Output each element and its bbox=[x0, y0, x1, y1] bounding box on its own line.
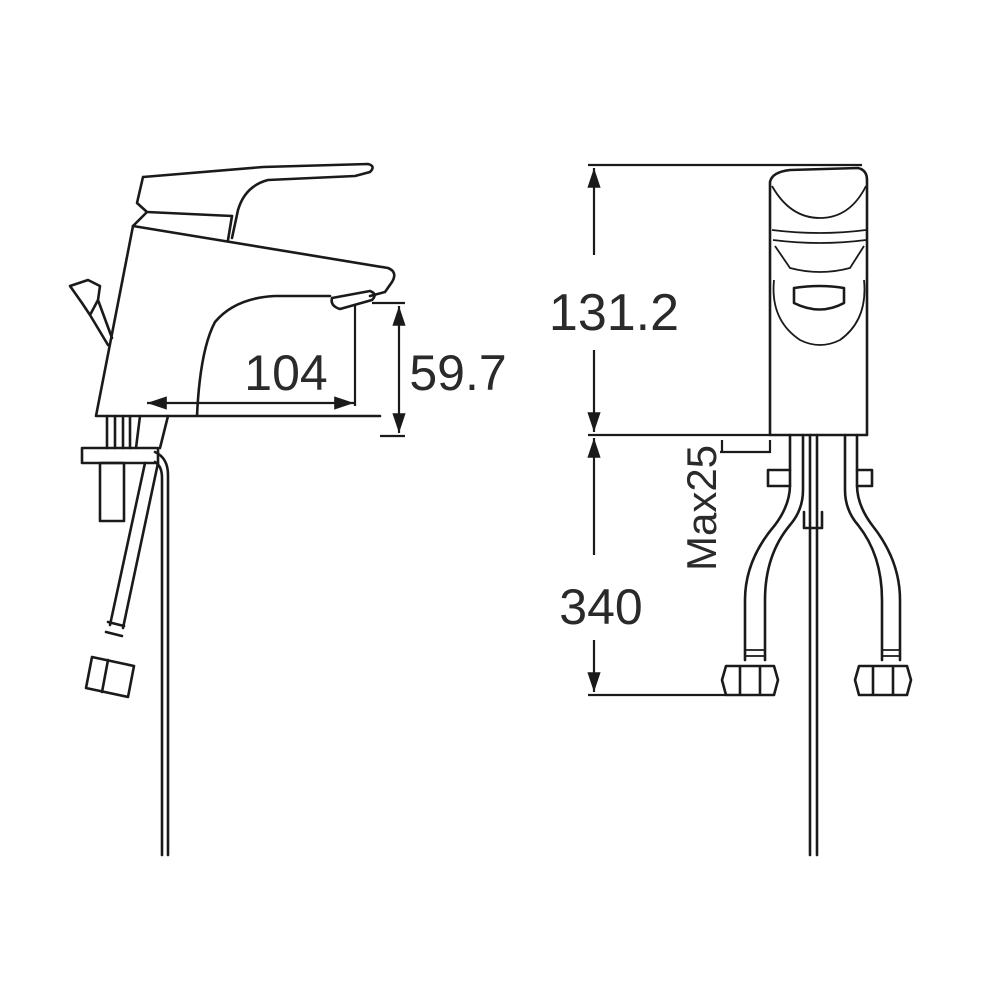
aerator bbox=[330, 289, 376, 311]
spout-height-label: 59.7 bbox=[409, 345, 506, 401]
hose-nut bbox=[84, 655, 136, 699]
front-body bbox=[768, 166, 869, 437]
handle-cap-contour bbox=[771, 185, 867, 346]
hose-length-label: 340 bbox=[559, 579, 642, 635]
mounting-nut-body bbox=[98, 461, 126, 523]
total-height-label: 131.2 bbox=[549, 284, 679, 342]
supply-hose bbox=[104, 461, 160, 638]
lever-handle bbox=[135, 162, 374, 240]
mounting-studs bbox=[105, 414, 170, 450]
spout-reach-label: 104 bbox=[244, 345, 327, 401]
stud-sleeve bbox=[802, 510, 824, 530]
left-hex-nut bbox=[720, 664, 780, 697]
right-supply-pipe bbox=[843, 433, 902, 662]
drain-knob bbox=[68, 278, 114, 347]
plate-tabs bbox=[766, 468, 874, 488]
max-thickness-label: Max25 bbox=[678, 445, 725, 571]
side-view: 104 59.7 bbox=[68, 162, 507, 857]
logo-slot bbox=[792, 284, 846, 311]
max-thickness-bracket bbox=[720, 440, 772, 454]
popup-rod bbox=[153, 450, 170, 857]
left-supply-pipe bbox=[743, 433, 805, 662]
right-hex-nut bbox=[853, 664, 913, 697]
handle-collar bbox=[131, 210, 234, 242]
thread-marks bbox=[746, 649, 900, 657]
mounting-plate bbox=[80, 446, 160, 465]
front-view: 131.2 340 Max25 bbox=[549, 163, 913, 857]
